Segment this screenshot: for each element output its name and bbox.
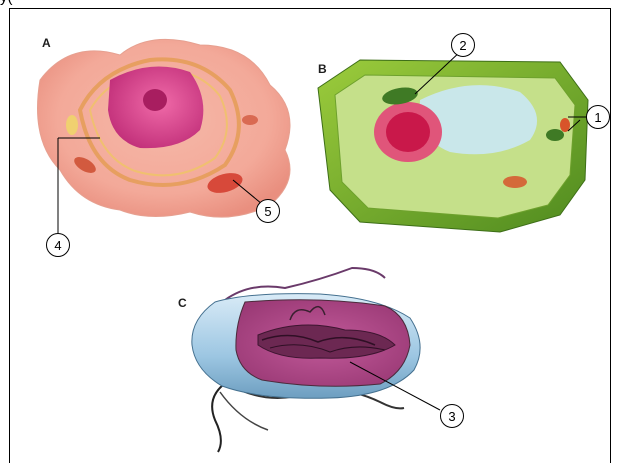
panel-label-a: A [42, 36, 51, 50]
callout-2: 2 [451, 33, 475, 57]
plant-cell [318, 50, 588, 232]
callout-3: 3 [440, 404, 464, 428]
prokaryotic-cell [192, 268, 440, 452]
panel-label-c: C [178, 296, 187, 310]
animal-cell [38, 39, 291, 233]
panel-label-b: B [318, 62, 327, 76]
callout-4: 4 [46, 233, 70, 257]
callout-1: 1 [586, 105, 610, 129]
callout-5: 5 [256, 199, 280, 223]
